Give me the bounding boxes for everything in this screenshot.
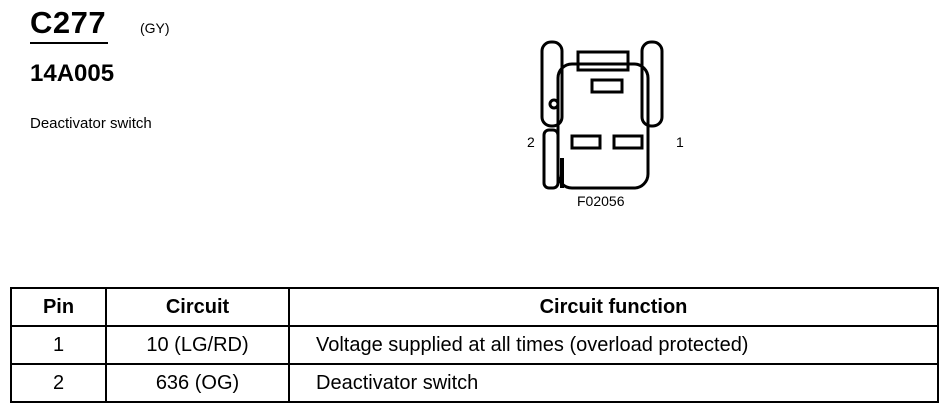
cell-function: Deactivator switch: [288, 363, 939, 403]
part-number: 14A005: [30, 60, 115, 87]
table-row: 1 10 (LG/RD) Voltage supplied at all tim…: [10, 325, 939, 365]
right-latch: [640, 40, 664, 128]
cell-pin: 2: [10, 363, 107, 403]
pinout-table: Pin Circuit Circuit function 1 10 (LG/RD…: [10, 287, 939, 403]
table-row: 2 636 (OG) Deactivator switch: [10, 363, 939, 403]
pin-2-label: 2: [527, 134, 535, 150]
cell-circuit: 10 (LG/RD): [105, 325, 290, 365]
header-circuit: Circuit: [105, 287, 290, 327]
table-header-row: Pin Circuit Circuit function: [10, 287, 939, 327]
connector-color: (GY): [140, 20, 170, 36]
connector-housing: [556, 62, 650, 190]
polarizing-key: [542, 128, 560, 190]
cell-pin: 1: [10, 325, 107, 365]
pin-1-cavity: [612, 134, 644, 150]
left-latch: [540, 40, 564, 128]
key-bump: [548, 98, 560, 110]
pin-2-cavity: [570, 134, 602, 150]
cell-circuit: 636 (OG): [105, 363, 290, 403]
lock-tab: [576, 50, 630, 72]
lock-slot: [590, 78, 624, 94]
description: Deactivator switch: [30, 115, 152, 132]
header-pin: Pin: [10, 287, 107, 327]
connector-id: C277: [30, 4, 109, 44]
figure-code: F02056: [577, 193, 625, 209]
pin-1-label: 1: [676, 134, 684, 150]
cell-function: Voltage supplied at all times (overload …: [288, 325, 939, 365]
connector-face-diagram: [540, 40, 664, 190]
header-circuit-function: Circuit function: [288, 287, 939, 327]
